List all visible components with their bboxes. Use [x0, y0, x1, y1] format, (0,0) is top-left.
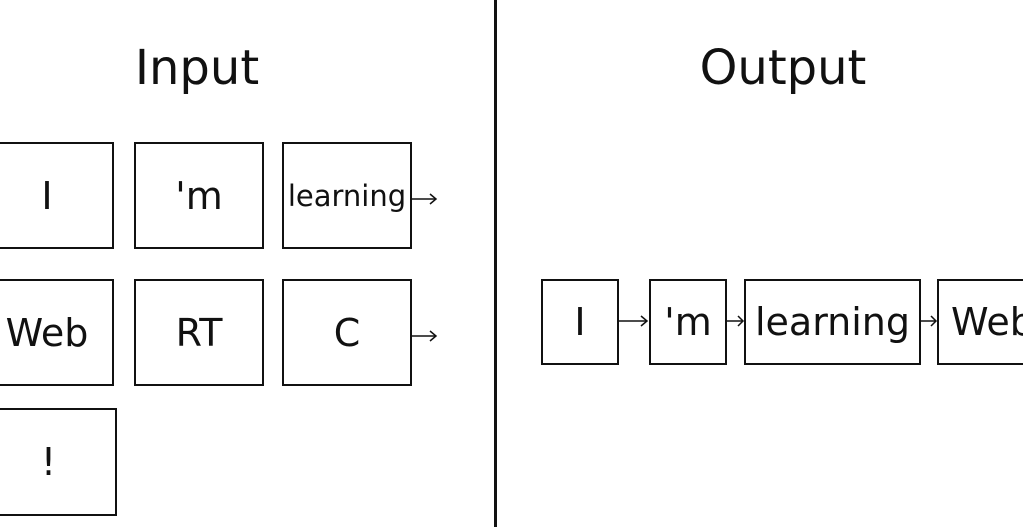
arrow-icon — [727, 315, 745, 327]
input-token-box: I — [0, 142, 114, 249]
input-token-box: Web — [0, 279, 114, 386]
input-token-box: C — [282, 279, 412, 386]
input-token-box: 'm — [134, 142, 264, 249]
arrow-icon — [412, 193, 438, 205]
input-token-box: RT — [134, 279, 264, 386]
arrow-icon — [619, 315, 649, 327]
arrow-icon — [412, 330, 438, 342]
output-token-box: 'm — [649, 279, 727, 365]
input-token-box: ! — [0, 408, 117, 516]
output-token-box: I — [541, 279, 619, 365]
output-token-box: learning — [744, 279, 921, 365]
input-token-box: learning — [282, 142, 412, 249]
output-title: Output — [699, 40, 867, 96]
divider — [494, 0, 497, 527]
input-title: Input — [134, 40, 260, 96]
arrow-icon — [921, 315, 938, 327]
output-token-box: Web — [937, 279, 1023, 365]
